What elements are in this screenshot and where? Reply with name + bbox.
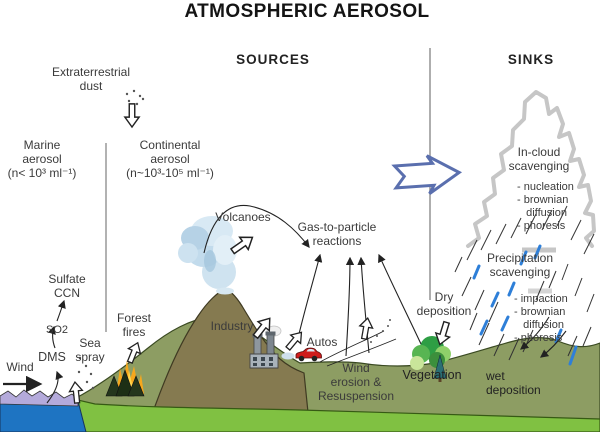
so2-to-ccn-arrow [56,299,66,322]
autos-up-arrow [297,253,323,339]
extraterrestrial-down-arrow [124,103,140,128]
label-volcanoes: Volcanoes [215,210,271,224]
particle-dots [77,89,391,390]
vegetation-icon [410,336,451,382]
ground-up-arrow-1 [345,256,355,357]
label-wind-erosion: Wind erosion & Resuspension [317,361,395,403]
rain-streaks [454,205,595,361]
cloud-outline [466,90,596,248]
wave-caps [0,389,79,407]
label-precipitation-list: - impaction - brownian diffusion - phore… [514,293,568,344]
vegetation-up-arrow [378,253,422,345]
volcano-to-reactions-arc [203,204,310,254]
sinks-header: SINKS [507,52,555,67]
wind-sweep-curve-1 [319,330,385,363]
ground-up-arrow-2 [357,256,370,354]
label-sulfate-ccn: Sulfate CCN [48,272,86,300]
label-marine-aerosol: Marine aerosol (n< 10³ ml⁻¹) [7,138,77,180]
diagram-title: ATMOSPHERIC AEROSOL [184,1,430,22]
label-so2: SO2 [45,324,69,336]
label-continental-aerosol: Continental aerosol (n~10³-10⁵ ml⁻¹) [126,138,214,180]
label-wind: Wind [6,360,34,374]
label-extraterrestrial-dust: Extraterrestrial dust [51,65,131,93]
sea-to-dms-arrow [46,370,64,404]
label-in-cloud-scavenging: In-cloud scavenging [508,145,570,173]
rain-blue-dashes [472,244,578,366]
wind-sweep-curve-2 [326,338,397,367]
label-forest-fires: Forest fires [116,311,152,339]
volcano-plume [178,216,237,289]
flow-arrows [3,204,567,404]
label-industry: Industry [210,319,254,333]
wet-deposition-arrow-2 [540,330,567,358]
label-in-cloud-list: - nucleation - brownian diffusion - phor… [517,181,574,232]
label-wet-deposition: wet deposition [486,369,541,397]
label-dry-deposition: Dry deposition [416,290,472,318]
dms-to-so2-arrow [47,325,56,349]
autos-open-arrow [282,327,308,354]
sources-header: SOURCES [236,52,310,67]
wind-erosion-open-arrow [357,316,375,341]
forest-fire [105,360,145,397]
label-gas-to-particle: Gas-to-particle reactions [297,220,377,248]
label-precipitation-scavenging: Precipitation scavenging [486,251,554,279]
label-dms: DMS [38,350,66,364]
label-sea-spray: Sea spray [75,336,105,364]
label-autos: Autos [306,335,338,349]
factory-icon [249,325,282,369]
car-icon [281,347,322,362]
sources-to-sinks-arrow [391,154,463,195]
volcano-crater [216,287,234,295]
wet-deposition-arrow-1 [520,316,550,350]
label-vegetation: Vegetation [402,368,462,382]
foreground-strip [59,399,600,432]
